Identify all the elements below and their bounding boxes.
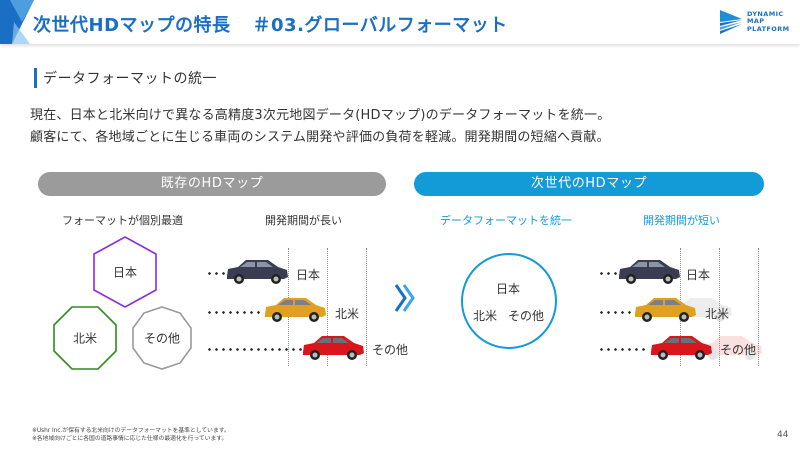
unified-format-circle [461,253,557,349]
nextgen-period-heading: 開発期間が短い [643,214,720,227]
car-north-america-icon [635,298,696,322]
section-accent-bar [34,68,37,88]
car-japan-icon [619,260,680,284]
nextgen-format-heading: データフォーマットを統一 [440,214,572,227]
footnote-2: ※各地域向けごとに各国の道路事情に応じた仕様の最適化を行っています。 [32,436,228,442]
circle-label-other: その他 [508,309,545,323]
progress-dots [206,348,302,351]
title-sub: ＃03.グローバルフォーマット [252,15,508,36]
existing-format-heading: フォーマットが個別最適 [62,214,183,227]
timeline-marker-2 [719,248,720,366]
car-japan-icon [227,260,288,284]
car-other-icon [651,336,712,360]
description: 現在、日本と北米向けで異なる高精度3次元地図データ(HDマップ)のデータフォーマ… [30,105,610,149]
circle-label-japan: 日本 [496,282,521,296]
section-heading: データフォーマットの統一 [34,68,217,88]
section-title: データフォーマットの統一 [43,71,217,87]
car-north-america-label: 北米 [705,307,730,321]
other-shape-label: その他 [143,331,181,346]
progress-dots [206,272,226,275]
progress-dots [598,348,648,351]
description-line-1: 現在、日本と北米向けで異なる高精度3次元地図データ(HDマップ)のデータフォーマ… [30,108,611,123]
progress-dots [598,311,632,314]
company-logo: DYNAMIC MAP PLATFORM [720,10,790,34]
logo-line-2: MAP [747,17,765,26]
car-japan-label: 日本 [686,268,711,282]
double-chevron-right-icon [394,284,415,312]
japan-shape-label: 日本 [112,265,138,280]
footnotes: ※Ushr Inc.が保有する北米向けのデータフォーマットを基準としています。 … [32,427,230,443]
north-america-octagon-icon [53,306,117,370]
timeline-marker-3 [758,248,759,366]
title-main: 次世代HDマップの特長 [33,15,231,36]
page-number: 44 [777,430,789,440]
page-title: 次世代HDマップの特長 ＃03.グローバルフォーマット [33,11,508,37]
progress-dots [206,311,264,314]
existing-hdmap-pill: 既存のHDマップ [38,172,386,196]
japan-hexagon-icon [93,236,157,308]
circle-label-north-america: 北米 [473,309,498,323]
logo-line-1: DYNAMIC [747,9,784,18]
header-decoration-icon [0,0,34,44]
other-decagon-icon [132,306,192,370]
dmp-logo-icon [720,10,742,34]
timeline-marker-2 [327,248,328,366]
nextgen-hdmap-pill: 次世代のHDマップ [414,172,764,196]
north-america-shape-label: 北米 [72,331,98,346]
timeline-marker-3 [366,248,367,366]
car-ghost-icon [701,336,762,360]
car-north-america-icon [265,298,326,322]
progress-dots [598,272,618,275]
logo-line-3: PLATFORM [747,24,790,33]
car-north-america-label: 北米 [335,307,360,321]
slide-header: 次世代HDマップの特長 ＃03.グローバルフォーマット DYNAMIC MAP P… [0,0,800,44]
car-other-label: その他 [372,343,409,357]
footnote-1: ※Ushr Inc.が保有する北米向けのデータフォーマットを基準としています。 [32,428,230,434]
existing-period-heading: 開発期間が長い [265,214,342,227]
car-japan-label: 日本 [296,268,321,282]
car-other-label: その他 [720,343,757,357]
car-other-icon [303,336,364,360]
description-line-2: 顧客にて、各地域ごとに生じる車両のシステム開発や評価の負荷を軽減。開発期間の短縮… [30,130,610,145]
